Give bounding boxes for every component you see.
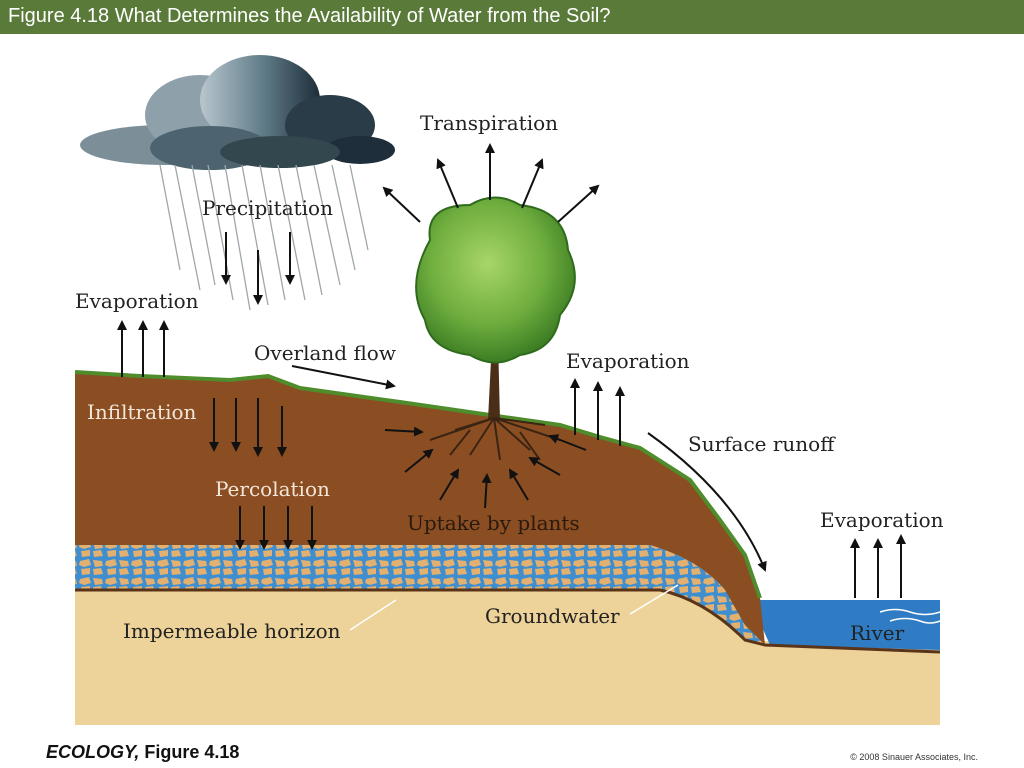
uptake-arrows [384,426,587,509]
label-evaporation-left: Evaporation [75,289,199,313]
title-bar: Figure 4.18 What Determines the Availabi… [0,0,1024,34]
transpiration-arrows [382,143,600,223]
tree-roots [429,417,561,461]
water-cycle-diagram: Transpiration Precipitation Evaporation … [74,55,944,725]
evaporation-left-arrows [117,320,169,377]
rain [159,164,369,311]
groundwater-layer [75,545,765,645]
label-groundwater: Groundwater [485,604,620,628]
label-transpiration: Transpiration [420,111,558,135]
evaporation-right-arrows [850,534,906,598]
label-infiltration: Infiltration [87,400,197,424]
label-evaporation-middle: Evaporation [566,349,690,373]
footer-caption: ECOLOGY, Figure 4.18 [46,742,239,763]
cloud [80,55,395,170]
label-percolation: Percolation [215,477,330,501]
label-evaporation-right: Evaporation [820,508,944,532]
evaporation-middle-arrows [570,378,625,446]
tree-canopy [415,196,576,364]
grass-line [74,370,762,599]
label-river: River [850,621,905,645]
footer-copyright: © 2008 Sinauer Associates, Inc. [850,752,978,762]
label-uptake: Uptake by plants [407,511,580,535]
precipitation-arrows [221,232,295,305]
label-impermeable: Impermeable horizon [123,619,341,643]
surface-runoff-arrow [647,432,767,572]
overland-flow-arrow [291,365,396,390]
label-precipitation: Precipitation [202,196,333,220]
leader-lines [349,584,679,631]
river-ripples [879,608,941,624]
soil-layer [75,372,765,645]
slide-title: Figure 4.18 What Determines the Availabi… [8,5,611,27]
infiltration-arrows [209,398,287,457]
label-surface-runoff: Surface runoff [688,432,836,456]
footer-book: ECOLOGY, [46,742,140,762]
river [750,600,940,650]
percolation-arrows [235,506,317,550]
label-overland-flow: Overland flow [254,341,396,365]
tree [415,196,576,461]
footer-figure: Figure 4.18 [144,742,240,762]
impermeable-line [75,588,941,654]
